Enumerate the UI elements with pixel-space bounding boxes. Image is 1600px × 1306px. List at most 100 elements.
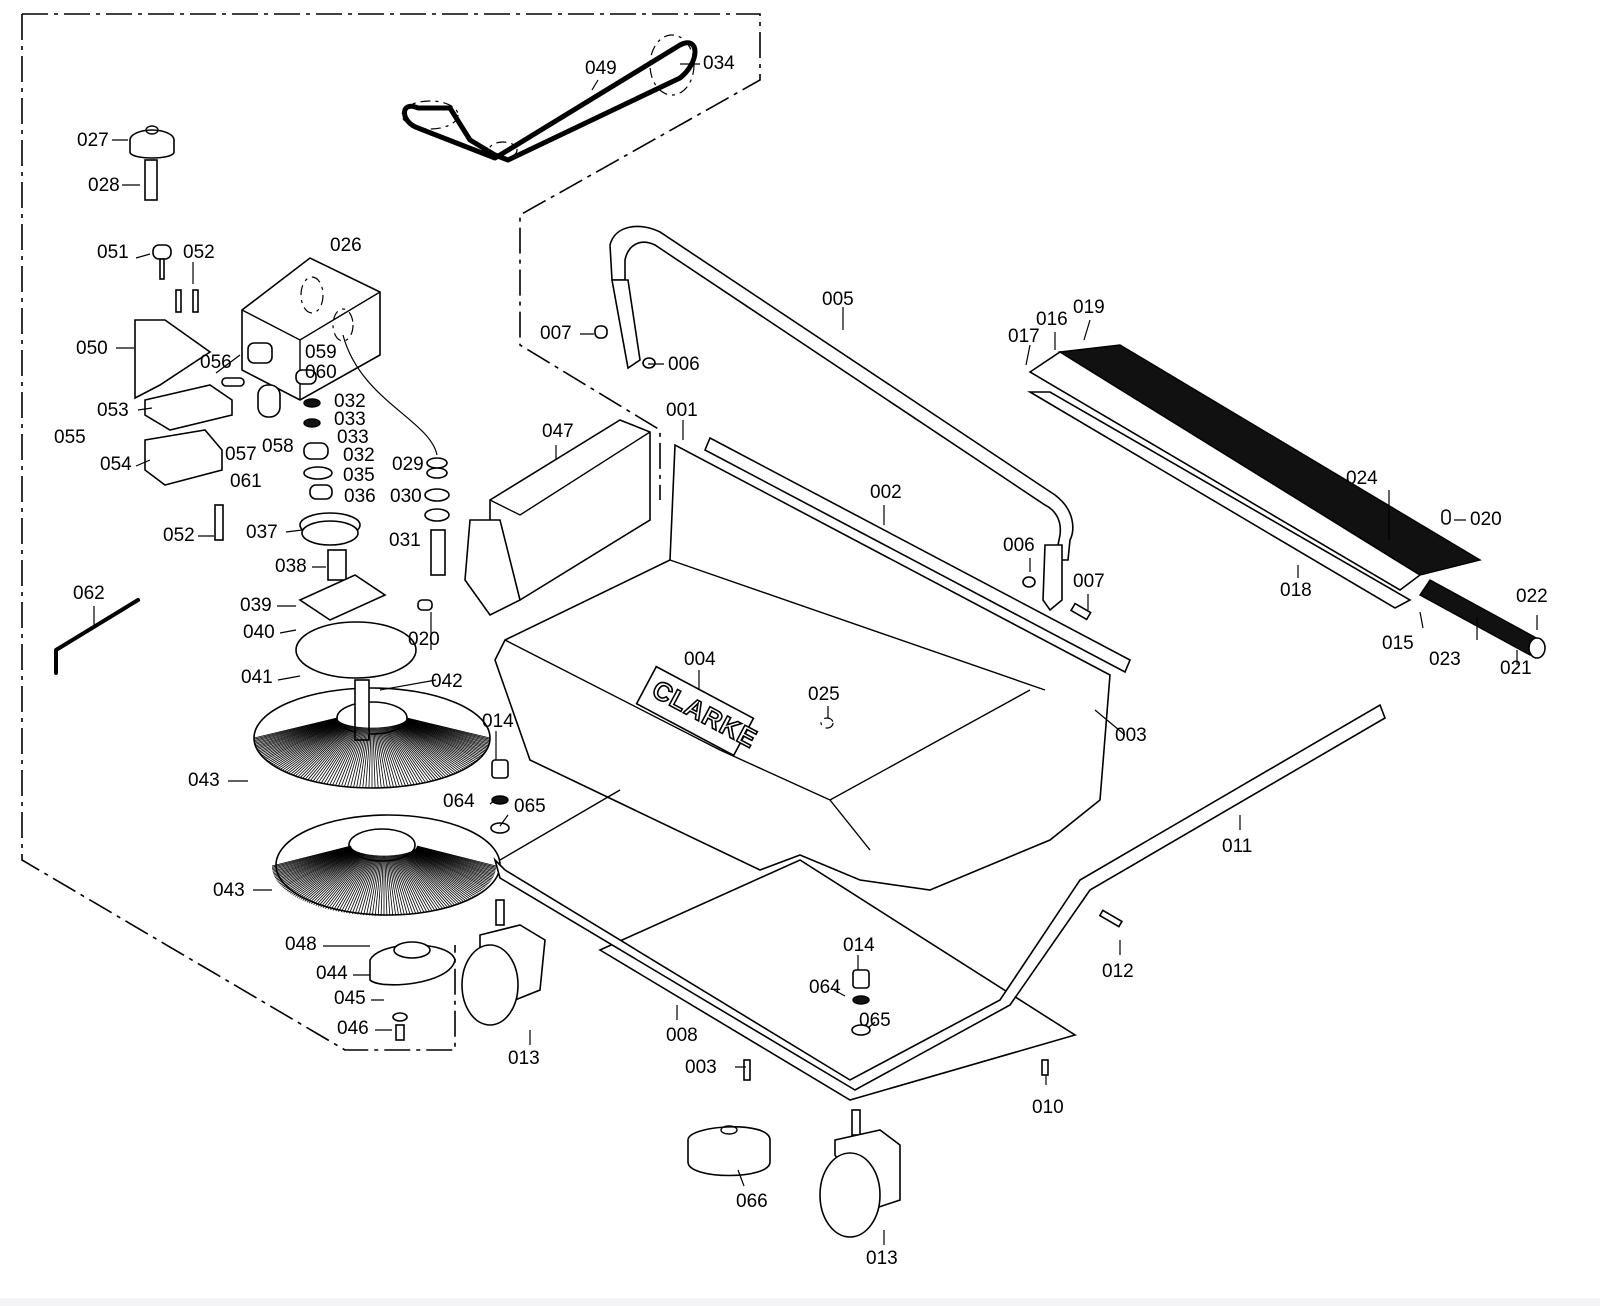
callout-042: 042 xyxy=(431,671,463,692)
bristle xyxy=(368,727,372,788)
bristle xyxy=(266,722,341,762)
bristle xyxy=(387,855,400,916)
bristle xyxy=(255,719,338,748)
caster-left xyxy=(461,899,546,1026)
callout-028: 028 xyxy=(88,175,120,196)
bristle xyxy=(347,727,366,788)
bristle xyxy=(264,721,341,759)
callout-014-right: 014 xyxy=(843,935,875,956)
callout-006-left: 006 xyxy=(668,354,700,375)
bristle xyxy=(310,853,363,905)
callout-029: 029 xyxy=(392,454,424,475)
bristle xyxy=(389,725,434,781)
bristle xyxy=(362,727,370,788)
bristle xyxy=(390,725,437,781)
bristle xyxy=(325,853,368,909)
callout-010: 010 xyxy=(1032,1097,1064,1118)
callout-032-upper: 032 xyxy=(334,391,366,412)
bristle xyxy=(272,846,352,870)
bristle xyxy=(300,852,360,900)
bristle xyxy=(414,849,488,886)
bristle xyxy=(403,721,480,759)
bristle xyxy=(384,855,388,916)
bristle xyxy=(257,720,339,752)
bristle xyxy=(253,717,338,740)
bristle xyxy=(281,849,355,887)
bristle xyxy=(397,724,460,772)
bristle xyxy=(272,722,343,766)
callout-015: 015 xyxy=(1382,633,1414,654)
bristle xyxy=(332,854,370,911)
bristle xyxy=(406,719,489,748)
callout-059: 059 xyxy=(305,342,337,363)
bristle xyxy=(359,727,369,788)
bristle xyxy=(389,726,432,782)
bristle xyxy=(395,724,454,775)
bristle xyxy=(375,727,385,788)
callout-019: 019 xyxy=(1073,297,1105,318)
bristle xyxy=(282,849,355,888)
callout-040: 040 xyxy=(243,622,275,643)
callout-013-left: 013 xyxy=(508,1048,540,1069)
bristle xyxy=(380,855,384,916)
bristle xyxy=(255,719,338,747)
bristle xyxy=(357,855,377,915)
bristle xyxy=(318,726,357,783)
bristle xyxy=(335,726,362,786)
bristle xyxy=(254,718,338,743)
bristle xyxy=(398,723,464,770)
bristle xyxy=(253,717,338,739)
bristle xyxy=(399,723,466,769)
bristle xyxy=(297,725,351,778)
bristle xyxy=(403,722,478,762)
bristle xyxy=(416,847,495,876)
bristle xyxy=(403,853,451,907)
gearbox xyxy=(241,257,381,401)
callout-005: 005 xyxy=(822,289,854,310)
bristle xyxy=(377,855,383,916)
bristle xyxy=(387,726,426,783)
bristle xyxy=(260,720,340,756)
main-brush-assembly xyxy=(1027,344,1546,659)
bristle xyxy=(258,720,339,753)
bristle xyxy=(391,725,440,780)
callout-038: 038 xyxy=(275,556,307,577)
bristle xyxy=(414,848,490,884)
bristle xyxy=(371,855,381,916)
hex-key xyxy=(54,598,140,675)
bristle xyxy=(304,725,353,780)
bristle xyxy=(416,845,497,868)
callout-033-upper: 033 xyxy=(334,409,366,430)
bristle xyxy=(394,854,422,914)
callout-045: 045 xyxy=(334,988,366,1009)
sealing-strip xyxy=(703,436,1132,674)
bristle xyxy=(330,854,369,911)
callout-labels: 001 002 003 003 004 005 006 006 007 007 … xyxy=(54,53,1548,1269)
chassis-frame xyxy=(493,703,1386,1101)
bristle xyxy=(416,845,497,867)
callout-041: 041 xyxy=(241,667,273,688)
bristle xyxy=(304,852,361,902)
bristle xyxy=(320,726,358,784)
callout-052-upper: 052 xyxy=(183,242,215,263)
bristle xyxy=(349,854,375,914)
bristle xyxy=(377,727,394,788)
callout-034: 034 xyxy=(703,53,735,74)
bristle xyxy=(373,727,379,788)
bristle xyxy=(374,855,382,916)
callout-048: 048 xyxy=(285,934,317,955)
bristle xyxy=(365,727,371,788)
bristle xyxy=(273,847,352,876)
bristle xyxy=(393,854,419,914)
bristle xyxy=(405,720,485,754)
callout-011: 011 xyxy=(1222,836,1252,857)
bristle xyxy=(405,720,487,752)
bristle xyxy=(356,727,368,788)
leader-lines xyxy=(93,63,1538,1245)
bristle xyxy=(268,722,342,763)
bristle xyxy=(400,853,443,909)
hopper: CLARKE xyxy=(494,443,1111,891)
bristle xyxy=(388,726,429,783)
bristle xyxy=(302,725,352,779)
bristle xyxy=(416,846,496,870)
